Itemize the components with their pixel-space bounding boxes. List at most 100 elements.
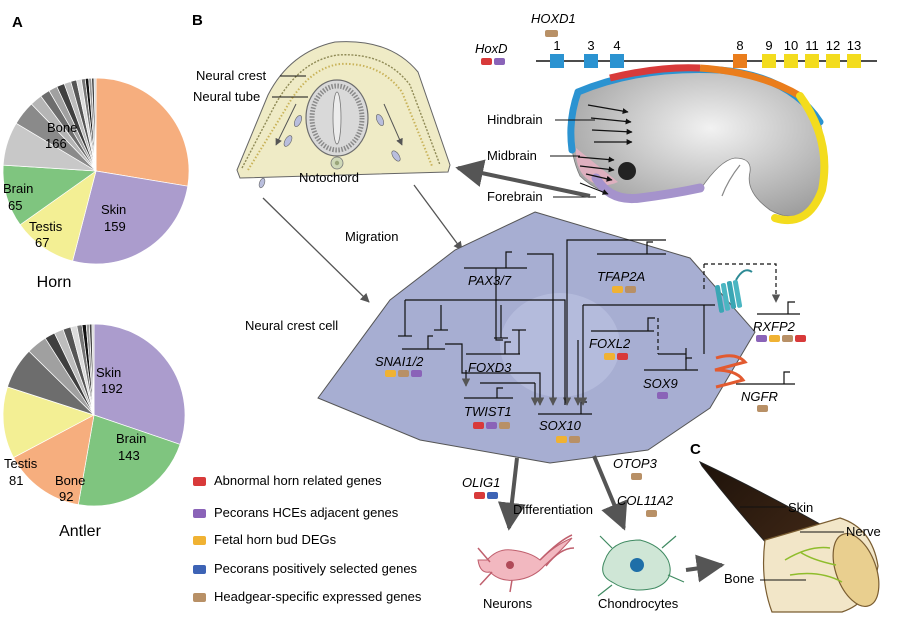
gene-col11a2: COL11A2: [617, 493, 674, 508]
differentiation-label: Differentiation: [513, 502, 593, 517]
gene-ngfr: NGFR: [741, 389, 778, 404]
panel-label-c: C: [690, 441, 701, 458]
hoxd-gene-box-10: [784, 54, 798, 68]
hindbrain-label: Hindbrain: [487, 112, 543, 127]
horn-brain-label: Brain: [3, 181, 33, 196]
antler-title: Antler: [59, 523, 101, 540]
antler-slice-brain: [77, 414, 181, 507]
legend-swatch: [193, 536, 206, 545]
hoxd-gene-box-13: [847, 54, 861, 68]
antler-bone-label: Bone: [55, 473, 85, 488]
antler-brain-label: Brain: [116, 431, 146, 446]
legend-swatch: [193, 593, 206, 602]
embryo-head: [567, 64, 829, 225]
migration-label: Migration: [345, 229, 398, 244]
gene-sox9: SOX9: [643, 376, 678, 391]
horn-slice-bone: [95, 77, 190, 187]
antler-testis-label: Testis: [4, 456, 38, 471]
horn-testis-label: Testis: [29, 219, 63, 234]
gene-otop3: OTOP3: [613, 456, 658, 471]
legend-label: Fetal horn bud DEGs: [214, 532, 337, 547]
hoxd-gene-number: 4: [613, 38, 620, 53]
gene-foxd3: FOXD3: [468, 360, 512, 375]
antler-skin-value: 192: [101, 381, 123, 396]
panel-label-b: B: [192, 12, 203, 29]
gene-badges: [385, 286, 806, 443]
notochord-label: Notochord: [299, 170, 359, 185]
horn-pie-chart: [2, 77, 190, 265]
horn-skin-value: 159: [104, 219, 126, 234]
hoxd-gene-number: 10: [784, 38, 798, 53]
migration-arrow-right: [413, 184, 463, 251]
neuron-icon: [477, 534, 575, 593]
legend-label: Pecorans positively selected genes: [214, 561, 418, 576]
neural-crest-cell-label: Neural crest cell: [245, 318, 338, 333]
cell-nucleus: [500, 293, 620, 397]
olig1-badge-selected: [487, 492, 498, 499]
hoxd-gene-box-8: [733, 54, 747, 68]
hoxd-gene-box-9: [762, 54, 776, 68]
chondrocytes-label: Chondrocytes: [598, 596, 679, 611]
antler-skin-label: Skin: [96, 365, 121, 380]
legend-swatch: [193, 509, 206, 518]
antler-pie-chart: [2, 323, 186, 507]
hoxd-gene-box-11: [805, 54, 819, 68]
hoxd-gene-boxes: [550, 54, 861, 68]
migration-arrow-left: [262, 197, 370, 303]
ngfr-receptor-icon: [714, 354, 748, 389]
gene-foxl2: FOXL2: [589, 336, 631, 351]
antler-slice-other: [91, 323, 95, 416]
hoxd-gene-number: 12: [826, 38, 840, 53]
neurons-label: Neurons: [483, 596, 533, 611]
antler-slice-testis: [2, 386, 95, 459]
hoxd-gene-box-3: [584, 54, 598, 68]
horn-bone-label: Bone: [47, 120, 77, 135]
gene-olig1: OLIG1: [462, 475, 500, 490]
gene-rxfp2: RXFP2: [753, 319, 796, 334]
horn-testis-value: 67: [35, 235, 49, 250]
differentiation-arrow-neurons: [497, 457, 526, 531]
horn-c-skin-label: Skin: [788, 500, 813, 515]
col11a2-badge: [646, 510, 657, 517]
horn-skin-label: Skin: [101, 202, 126, 217]
horn-slice-testis: [19, 170, 97, 262]
antler-testis-value: 81: [9, 473, 23, 488]
hoxd-badge-abnormal: [481, 58, 492, 65]
antler-brain-value: 143: [118, 448, 140, 463]
gene-snai12: SNAI1/2: [375, 354, 424, 369]
panel-label-a: A: [12, 14, 23, 31]
differentiation-arrow-chondrocytes: [592, 455, 628, 531]
hoxd-gene-box-12: [826, 54, 840, 68]
hoxd-gene-number: 13: [847, 38, 861, 53]
chondrocyte-to-horn-arrow: [685, 554, 725, 583]
horn-title: Horn: [37, 274, 72, 291]
rxfp2-receptor-icon: [714, 269, 753, 313]
neural-tube-cross-section: [236, 41, 451, 189]
horn-slice-skin: [72, 170, 189, 265]
hoxd-gene-box-4: [610, 54, 624, 68]
horn-bone-value: 166: [45, 136, 67, 151]
gene-twist1: TWIST1: [464, 404, 512, 419]
horn-brain-value: 65: [8, 198, 22, 213]
hoxd-gene-number: 9: [765, 38, 772, 53]
gene-regulatory-network: [398, 239, 800, 415]
hoxd-gene-box-1: [550, 54, 564, 68]
antler-bone-value: 92: [59, 489, 73, 504]
forebrain-label: Forebrain: [487, 189, 543, 204]
neural-crest-label: Neural crest: [196, 68, 266, 83]
hoxd-label: HoxD: [475, 41, 508, 56]
hoxd1-label: HOXD1: [531, 11, 576, 26]
dashed-regulation-links: [657, 263, 781, 354]
embryo-to-section-arrow: [455, 159, 591, 198]
olig1-badge-abnormal: [474, 492, 485, 499]
hoxd1-badge: [545, 30, 558, 37]
midbrain-label: Midbrain: [487, 148, 537, 163]
horn-slice-other: [93, 77, 97, 172]
hoxd-badge-hce: [494, 58, 505, 65]
neural-tube-label: Neural tube: [193, 89, 260, 104]
legend-swatch: [193, 565, 206, 574]
